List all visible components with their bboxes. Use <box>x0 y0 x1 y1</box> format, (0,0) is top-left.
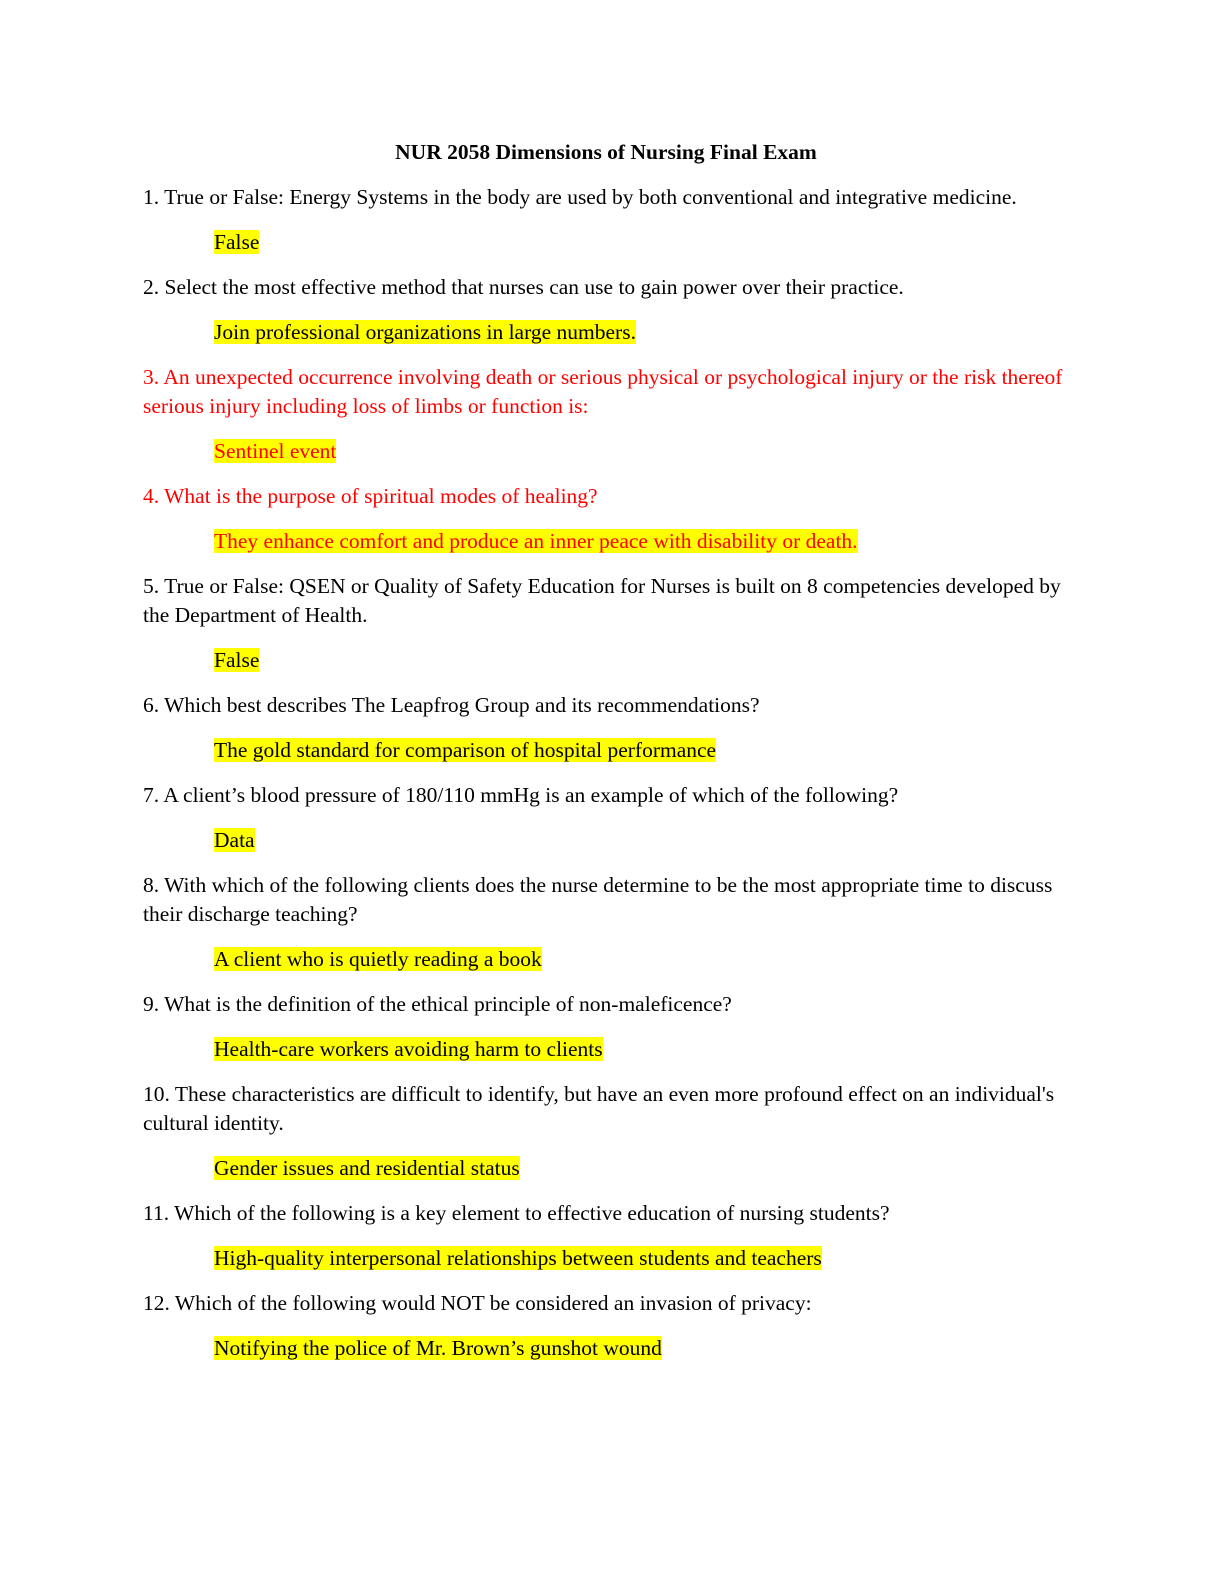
answer-2-block: Join professional organizations in large… <box>214 318 1063 347</box>
answer-2: Join professional organizations in large… <box>214 320 636 344</box>
answer-3: Sentinel event <box>214 439 337 463</box>
question-8: 8. With which of the following clients d… <box>143 873 1053 926</box>
question-10: 10. These characteristics are difficult … <box>143 1082 1055 1135</box>
question-3: 3. An unexpected occurrence involving de… <box>143 365 1063 418</box>
answer-11: High-quality interpersonal relationships… <box>214 1246 822 1270</box>
answer-9-block: Health-care workers avoiding harm to cli… <box>214 1035 1063 1064</box>
answer-8-block: A client who is quietly reading a book <box>214 945 1063 974</box>
answer-12: Notifying the police of Mr. Brown’s guns… <box>214 1336 662 1360</box>
answer-1-block: False <box>214 228 1063 257</box>
question-12: 12. Which of the following would NOT be … <box>143 1291 812 1315</box>
question-1: 1. True or False: Energy Systems in the … <box>143 185 1017 209</box>
document-page: NUR 2058 Dimensions of Nursing Final Exa… <box>143 138 1063 1379</box>
answer-4-block: They enhance comfort and produce an inne… <box>214 527 1063 556</box>
answer-11-block: High-quality interpersonal relationships… <box>214 1244 1063 1273</box>
answer-10-block: Gender issues and residential status <box>214 1154 1063 1183</box>
answer-12-block: Notifying the police of Mr. Brown’s guns… <box>214 1334 1063 1363</box>
answer-6-block: The gold standard for comparison of hosp… <box>214 736 1063 765</box>
document-title: NUR 2058 Dimensions of Nursing Final Exa… <box>395 140 817 164</box>
question-7: 7. A client’s blood pressure of 180/110 … <box>143 783 899 807</box>
answer-7: Data <box>214 828 255 852</box>
question-11: 11. Which of the following is a key elem… <box>143 1201 890 1225</box>
question-6: 6. Which best describes The Leapfrog Gro… <box>143 693 760 717</box>
question-4: 4. What is the purpose of spiritual mode… <box>143 484 598 508</box>
answer-9: Health-care workers avoiding harm to cli… <box>214 1037 603 1061</box>
answer-6: The gold standard for comparison of hosp… <box>214 738 717 762</box>
answer-8: A client who is quietly reading a book <box>214 947 542 971</box>
answer-5-block: False <box>214 646 1063 675</box>
answer-5: False <box>214 648 260 672</box>
question-2: 2. Select the most effective method that… <box>143 275 904 299</box>
answer-10: Gender issues and residential status <box>214 1156 520 1180</box>
answer-1: False <box>214 230 260 254</box>
question-5: 5. True or False: QSEN or Quality of Saf… <box>143 574 1061 627</box>
answer-3-block: Sentinel event <box>214 437 1063 466</box>
question-9: 9. What is the definition of the ethical… <box>143 992 732 1016</box>
answer-7-block: Data <box>214 826 1063 855</box>
answer-4: They enhance comfort and produce an inne… <box>214 529 858 553</box>
